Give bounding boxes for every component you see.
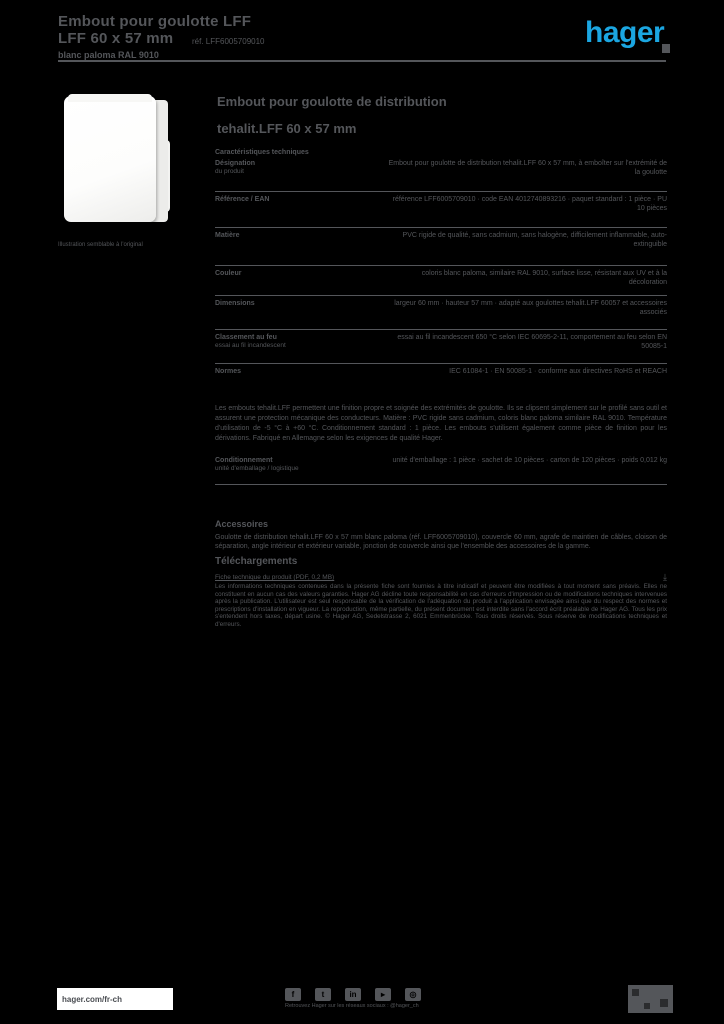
product-description: Les embouts tehalit.LFF permettent une f… xyxy=(215,405,667,442)
accessories-text: Goulotte de distribution tehalit.LFF 60 … xyxy=(215,534,667,550)
product-image-caption: Illustration semblable à l'original xyxy=(58,242,143,248)
spec-value: PVC rigide de qualité, sans cadmium, san… xyxy=(402,232,667,248)
hager-logo: hager xyxy=(585,16,665,49)
header-title-line-2: LFF 60 x 57 mm xyxy=(58,30,174,47)
spec-label: Normes xyxy=(215,368,242,375)
table-row: Référence / EAN référence LFF6005709010 … xyxy=(215,192,667,228)
packaging-row: Conditionnement unité d'emballage / logi… xyxy=(215,454,667,485)
spec-value: IEC 61084-1 · EN 50085-1 · conforme aux … xyxy=(449,368,667,375)
table-row: Matière PVC rigide de qualité, sans cadm… xyxy=(215,228,667,266)
download-link[interactable]: Fiche technique du produit (PDF, 0,2 MB) xyxy=(215,574,335,581)
spec-sublabel: du produit xyxy=(215,168,244,175)
product-title-line-2: tehalit.LFF 60 x 57 mm xyxy=(217,121,357,136)
social-icons-row: f t in ▸ ◎ xyxy=(285,988,421,1001)
legal-disclaimer: Les informations techniques contenues da… xyxy=(215,583,667,628)
download-row: Fiche technique du produit (PDF, 0,2 MB)… xyxy=(215,573,667,582)
header-title-line-1: Embout pour goulotte LFF xyxy=(58,13,252,30)
qr-code xyxy=(628,985,673,1013)
website-url: hager.com/fr-ch xyxy=(62,994,123,1004)
website-link[interactable]: hager.com/fr-ch xyxy=(57,988,173,1010)
qr-module xyxy=(660,999,668,1007)
product-title-line-1: Embout pour goulotte de distribution xyxy=(217,94,447,109)
downloads-heading: Téléchargements xyxy=(215,556,298,567)
packaging-label: Conditionnement xyxy=(215,457,273,464)
spec-value: référence LFF6005709010 · code EAN 40127… xyxy=(392,196,667,212)
table-row: Normes IEC 61084-1 · EN 50085-1 · confor… xyxy=(215,364,667,394)
spec-label: Désignation xyxy=(215,160,256,167)
spec-sublabel: essai au fil incandescent xyxy=(215,342,286,349)
header-subtitle: blanc paloma RAL 9010 xyxy=(58,50,159,60)
spec-label: Couleur xyxy=(215,270,242,277)
spec-label: Classement au feu xyxy=(215,334,277,341)
logo-registered-mark xyxy=(662,44,670,53)
product-image xyxy=(62,92,174,230)
qr-module xyxy=(632,989,639,996)
table-row: Désignation du produit Embout pour goulo… xyxy=(215,156,667,192)
table-row: Dimensions largeur 60 mm · hauteur 57 mm… xyxy=(215,296,667,330)
social-caption: Retrouvez Hager sur les réseaux sociaux … xyxy=(285,1003,419,1009)
product-front-face xyxy=(64,96,156,222)
header-divider xyxy=(58,60,666,62)
packaging-value: unité d'emballage : 1 pièce · sachet de … xyxy=(392,457,667,464)
spec-value: largeur 60 mm · hauteur 57 mm · adapté a… xyxy=(394,300,667,316)
spec-label: Référence / EAN xyxy=(215,196,270,203)
packaging-sublabel: unité d'emballage / logistique xyxy=(215,465,299,472)
download-icon[interactable]: ⤓ xyxy=(663,572,667,582)
header-title-block: Embout pour goulotte LFF LFF 60 x 57 mm … xyxy=(58,13,251,61)
specs-section-heading: Caractéristiques techniques xyxy=(215,149,309,156)
qr-module xyxy=(644,1003,650,1009)
table-row: Classement au feu essai au fil incandesc… xyxy=(215,330,667,364)
spec-label: Dimensions xyxy=(215,300,255,307)
accessories-heading: Accessoires xyxy=(215,519,269,529)
table-row: Couleur coloris blanc paloma, similaire … xyxy=(215,266,667,296)
spec-value: coloris blanc paloma, similaire RAL 9010… xyxy=(421,270,667,286)
spec-value: essai au fil incandescent 650 °C selon I… xyxy=(397,334,667,350)
instagram-icon[interactable]: ◎ xyxy=(405,988,421,1001)
linkedin-icon[interactable]: in xyxy=(345,988,361,1001)
spec-label: Matière xyxy=(215,232,240,239)
spec-value: Embout pour goulotte de distribution teh… xyxy=(388,160,667,176)
header-reference: réf. LFF6005709010 xyxy=(192,37,265,46)
twitter-icon[interactable]: t xyxy=(315,988,331,1001)
youtube-icon[interactable]: ▸ xyxy=(375,988,391,1001)
product-top-lip xyxy=(68,94,152,102)
spec-table: Désignation du produit Embout pour goulo… xyxy=(215,156,667,394)
facebook-icon[interactable]: f xyxy=(285,988,301,1001)
